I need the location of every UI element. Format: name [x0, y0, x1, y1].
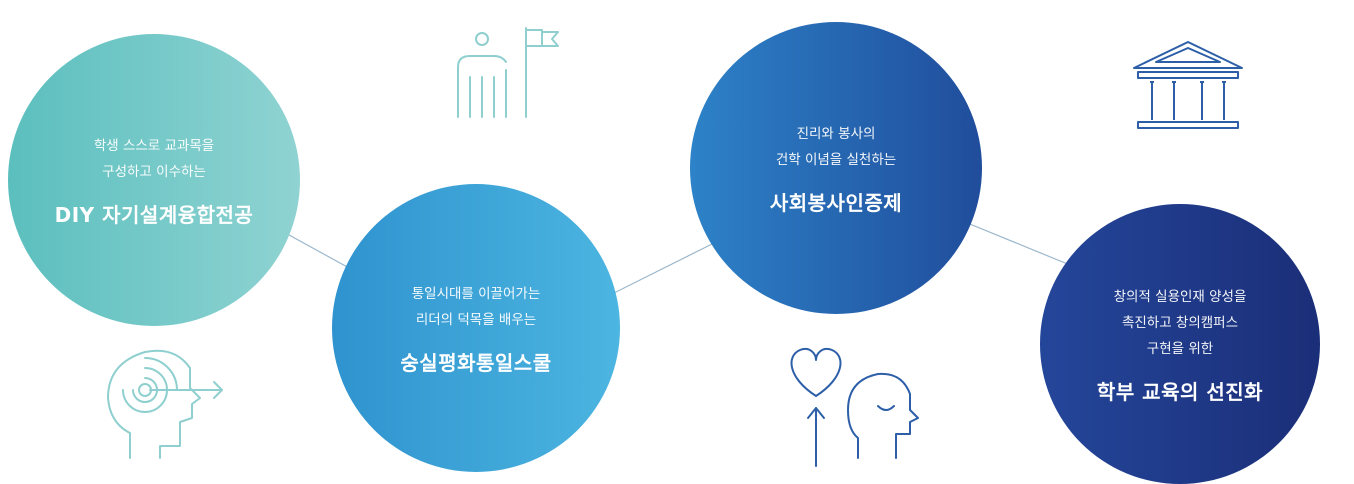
circle-title: 학부 교육의 선진화 — [1096, 379, 1264, 404]
connector-line — [599, 239, 721, 301]
circle-subtitle: 리더의 덕목을 배우는 — [415, 311, 537, 328]
circle-subtitle: 구현을 위한 — [1146, 340, 1214, 357]
circle-title: 숭실평화통일스쿨 — [400, 350, 552, 375]
building-icon — [1133, 41, 1243, 129]
circle-subtitle: 건학 이념을 실천하는 — [775, 151, 897, 168]
circle-subtitle: 통일시대를 이끌어가는 — [411, 285, 541, 302]
program-circle-education: 창의적 실용인재 양성을 촉진하고 창의캠퍼스 구현을 위한 학부 교육의 선진… — [1040, 204, 1320, 484]
program-circle-service: 진리와 봉사의 건학 이념을 실천하는 사회봉사인증제 — [690, 22, 982, 314]
circle-subtitle: 학생 스스로 교과목을 — [93, 137, 215, 154]
circle-subtitle: 구성하고 이수하는 — [102, 163, 206, 180]
circle-subtitle: 창의적 실용인재 양성을 — [1113, 288, 1247, 305]
circle-subtitle: 촉진하고 창의캠퍼스 — [1121, 314, 1239, 331]
program-circle-peace: 통일시대를 이끌어가는 리더의 덕목을 배우는 숭실평화통일스쿨 — [332, 184, 620, 472]
person-flag-icon — [457, 27, 559, 118]
circle-title: 사회봉사인증제 — [769, 190, 903, 215]
heart-head-icon — [790, 348, 919, 467]
connector-line — [959, 219, 1071, 266]
program-circle-diy: 학생 스스로 교과목을 구성하고 이수하는 DIY 자기설계융합전공 — [8, 34, 300, 326]
head-spiral-icon — [107, 349, 223, 459]
circle-title: DIY 자기설계융합전공 — [54, 202, 254, 227]
circle-subtitle: 진리와 봉사의 — [796, 125, 876, 142]
